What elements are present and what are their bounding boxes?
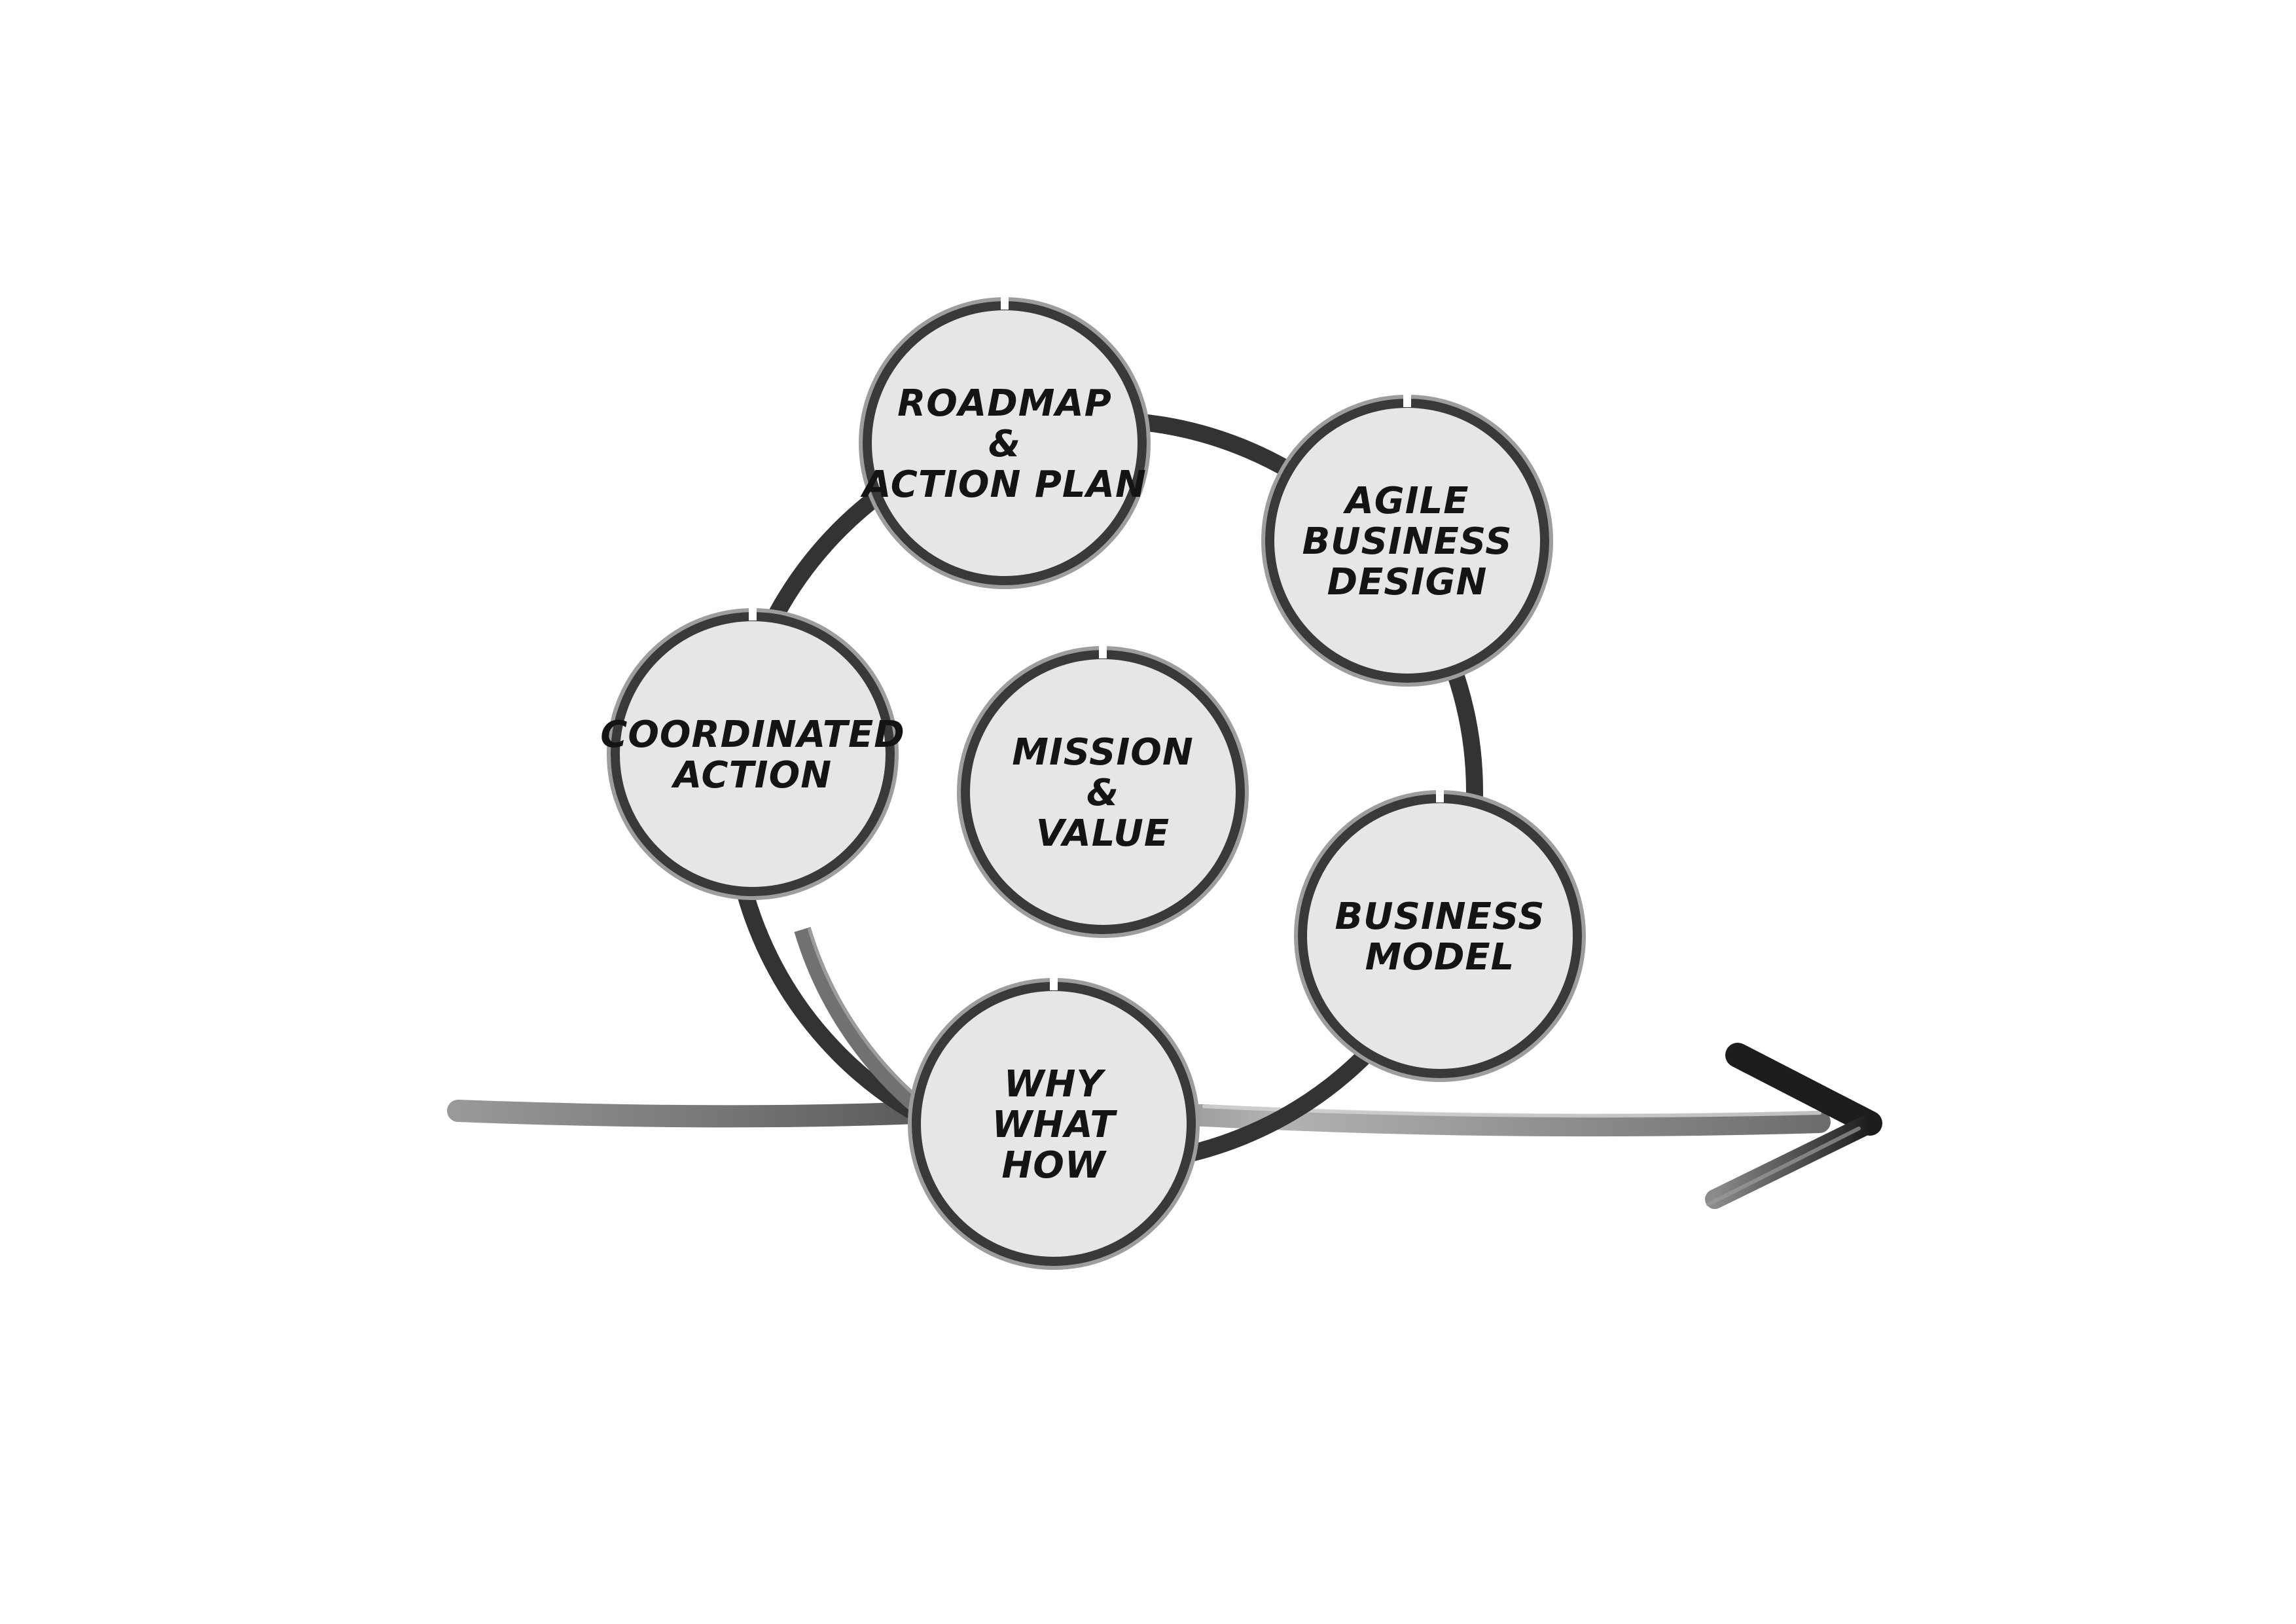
node-label-line: & [1086, 772, 1119, 814]
node-label-line: ACTION [671, 754, 832, 797]
node-label-line: ACTION PLAN [860, 463, 1147, 506]
node-notch [1001, 297, 1009, 310]
node-label-line: COORDINATED [600, 713, 905, 756]
node-notch [1436, 789, 1444, 803]
node-notch [1050, 977, 1058, 990]
node-label-line: WHAT [992, 1104, 1118, 1146]
node-label-line: HOW [1001, 1144, 1107, 1187]
node-mission: MISSION&VALUE [957, 645, 1249, 938]
node-label-line: WHY [1004, 1063, 1107, 1106]
node-label-line: MISSION [1012, 731, 1194, 774]
node-label-line: BUSINESS [1335, 895, 1545, 938]
arrow-head-upper [1725, 1043, 1882, 1136]
arrow-shaft [447, 1100, 1831, 1137]
node-label-line: ROADMAP [897, 382, 1112, 425]
node-notch [1099, 645, 1107, 659]
arrow-head-lower-streak [1706, 1127, 1861, 1206]
node-notch [1403, 394, 1411, 407]
node-label-line: VALUE [1036, 812, 1170, 855]
node-label-line: BUSINESS [1302, 520, 1512, 563]
node-roadmap: ROADMAP&ACTION PLAN [859, 297, 1151, 589]
node-label-line: DESIGN [1327, 561, 1488, 604]
node-label-line: MODEL [1365, 936, 1515, 979]
node-label-line: & [988, 423, 1021, 465]
node-label-line: AGILE [1342, 480, 1469, 522]
node-notch [749, 607, 757, 621]
